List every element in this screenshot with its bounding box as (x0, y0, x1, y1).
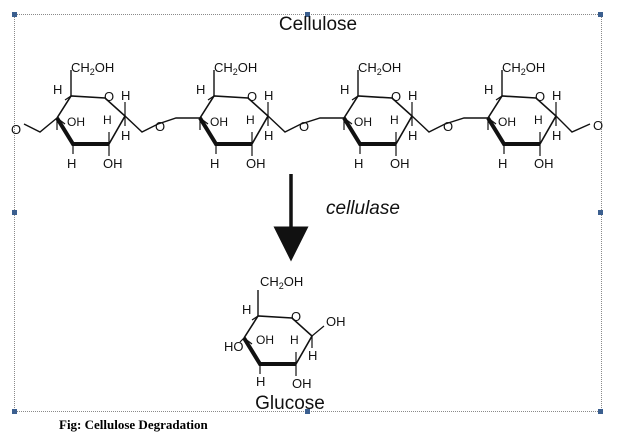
cellulose-inner-h: H (103, 113, 112, 127)
resize-handle[interactable] (598, 409, 603, 414)
cellulose-ch2oh: CH2OH (71, 60, 114, 77)
resize-handle[interactable] (305, 12, 310, 17)
cellulose-bottom-h: H (210, 156, 219, 171)
cellulose-left-h: H (484, 82, 493, 97)
cellulose-ring-oxygen: O (247, 89, 257, 104)
cellulose-unit-4 (486, 68, 558, 158)
glycosidic-oxygen: O (155, 119, 165, 134)
cellulose-unit-2 (198, 68, 270, 158)
figure-caption: Fig: Cellulose Degradation (59, 417, 208, 432)
cellulose-inner-h: H (390, 113, 399, 127)
glucose-ch2oh: CH2OH (260, 274, 303, 291)
cellulose-ring-oxygen: O (104, 89, 114, 104)
cellulose-ring-oxygen: O (535, 89, 545, 104)
resize-handle[interactable] (12, 210, 17, 215)
resize-handle[interactable] (12, 409, 17, 414)
cellulose-right-h-lower: H (264, 128, 273, 143)
glycosidic-oxygen: O (11, 122, 21, 137)
resize-handle[interactable] (598, 12, 603, 17)
enzyme-label: cellulase (326, 198, 400, 219)
glycosidic-oxygen: O (443, 119, 453, 134)
glucose-left-h: H (242, 302, 251, 317)
cellulose-right-h-lower: H (121, 128, 130, 143)
glycosidic-bond (23, 117, 58, 133)
glucose-molecule: CH2OH O H OH OH H HO H H OH (224, 274, 346, 391)
cellulose-ch2oh: CH2OH (502, 60, 545, 77)
cellulose-bottom-h: H (498, 156, 507, 171)
resize-handle[interactable] (305, 409, 310, 414)
cellulose-title: Cellulose (279, 14, 357, 35)
cellulose-inner-h: H (246, 113, 255, 127)
cellulose-bottom-h: H (354, 156, 363, 171)
cellulose-bottom-oh: OH (534, 156, 554, 171)
cellulose-right-h: H (121, 88, 130, 103)
cellulose-ch2oh: CH2OH (214, 60, 257, 77)
cellulose-bottom-oh: OH (246, 156, 266, 171)
glucose-inner-h: H (290, 333, 299, 347)
glycosidic-bond (124, 115, 200, 133)
cellulose-inner-oh: OH (498, 115, 516, 129)
glycosidic-oxygen: O (593, 118, 603, 133)
cellulose-right-h-lower: H (408, 128, 417, 143)
cellulose-left-h: H (53, 82, 62, 97)
cellulose-inner-h: H (534, 113, 543, 127)
cellulose-bottom-h: H (67, 156, 76, 171)
cellulose-inner-oh: OH (210, 115, 228, 129)
glucose-ring-oxygen: O (291, 309, 301, 324)
glucose-bottom-h: H (256, 374, 265, 389)
cellulose-bottom-oh: OH (103, 156, 123, 171)
glucose-inner-oh: OH (256, 333, 274, 347)
cellulose-right-h: H (552, 88, 561, 103)
glycosidic-bond (267, 115, 344, 133)
cellulose-right-h-lower: H (552, 128, 561, 143)
cellulose-right-h: H (264, 88, 273, 103)
resize-handle[interactable] (598, 210, 603, 215)
glucose-right-h: H (308, 348, 317, 363)
cellulose-right-h: H (408, 88, 417, 103)
cellulose-inner-oh: OH (67, 115, 85, 129)
cellulose-unit-1 (55, 68, 127, 158)
cellulose-left-h: H (340, 82, 349, 97)
glucose-anomeric-oh: OH (326, 314, 346, 329)
cellulose-inner-oh: OH (354, 115, 372, 129)
cellulose-unit-3 (342, 68, 414, 158)
cellulose-bottom-oh: OH (390, 156, 410, 171)
cellulose-ch2oh: CH2OH (358, 60, 401, 77)
cellulose-ring-oxygen: O (391, 89, 401, 104)
glucose-bottom-oh: OH (292, 376, 312, 391)
cellulose-left-h: H (196, 82, 205, 97)
glycosidic-bond (555, 115, 591, 133)
glucose-left-ho: HO (224, 339, 244, 354)
glycosidic-bond (411, 115, 488, 133)
glucose-title: Glucose (255, 393, 325, 414)
glycosidic-oxygen: O (299, 119, 309, 134)
resize-handle[interactable] (12, 12, 17, 17)
